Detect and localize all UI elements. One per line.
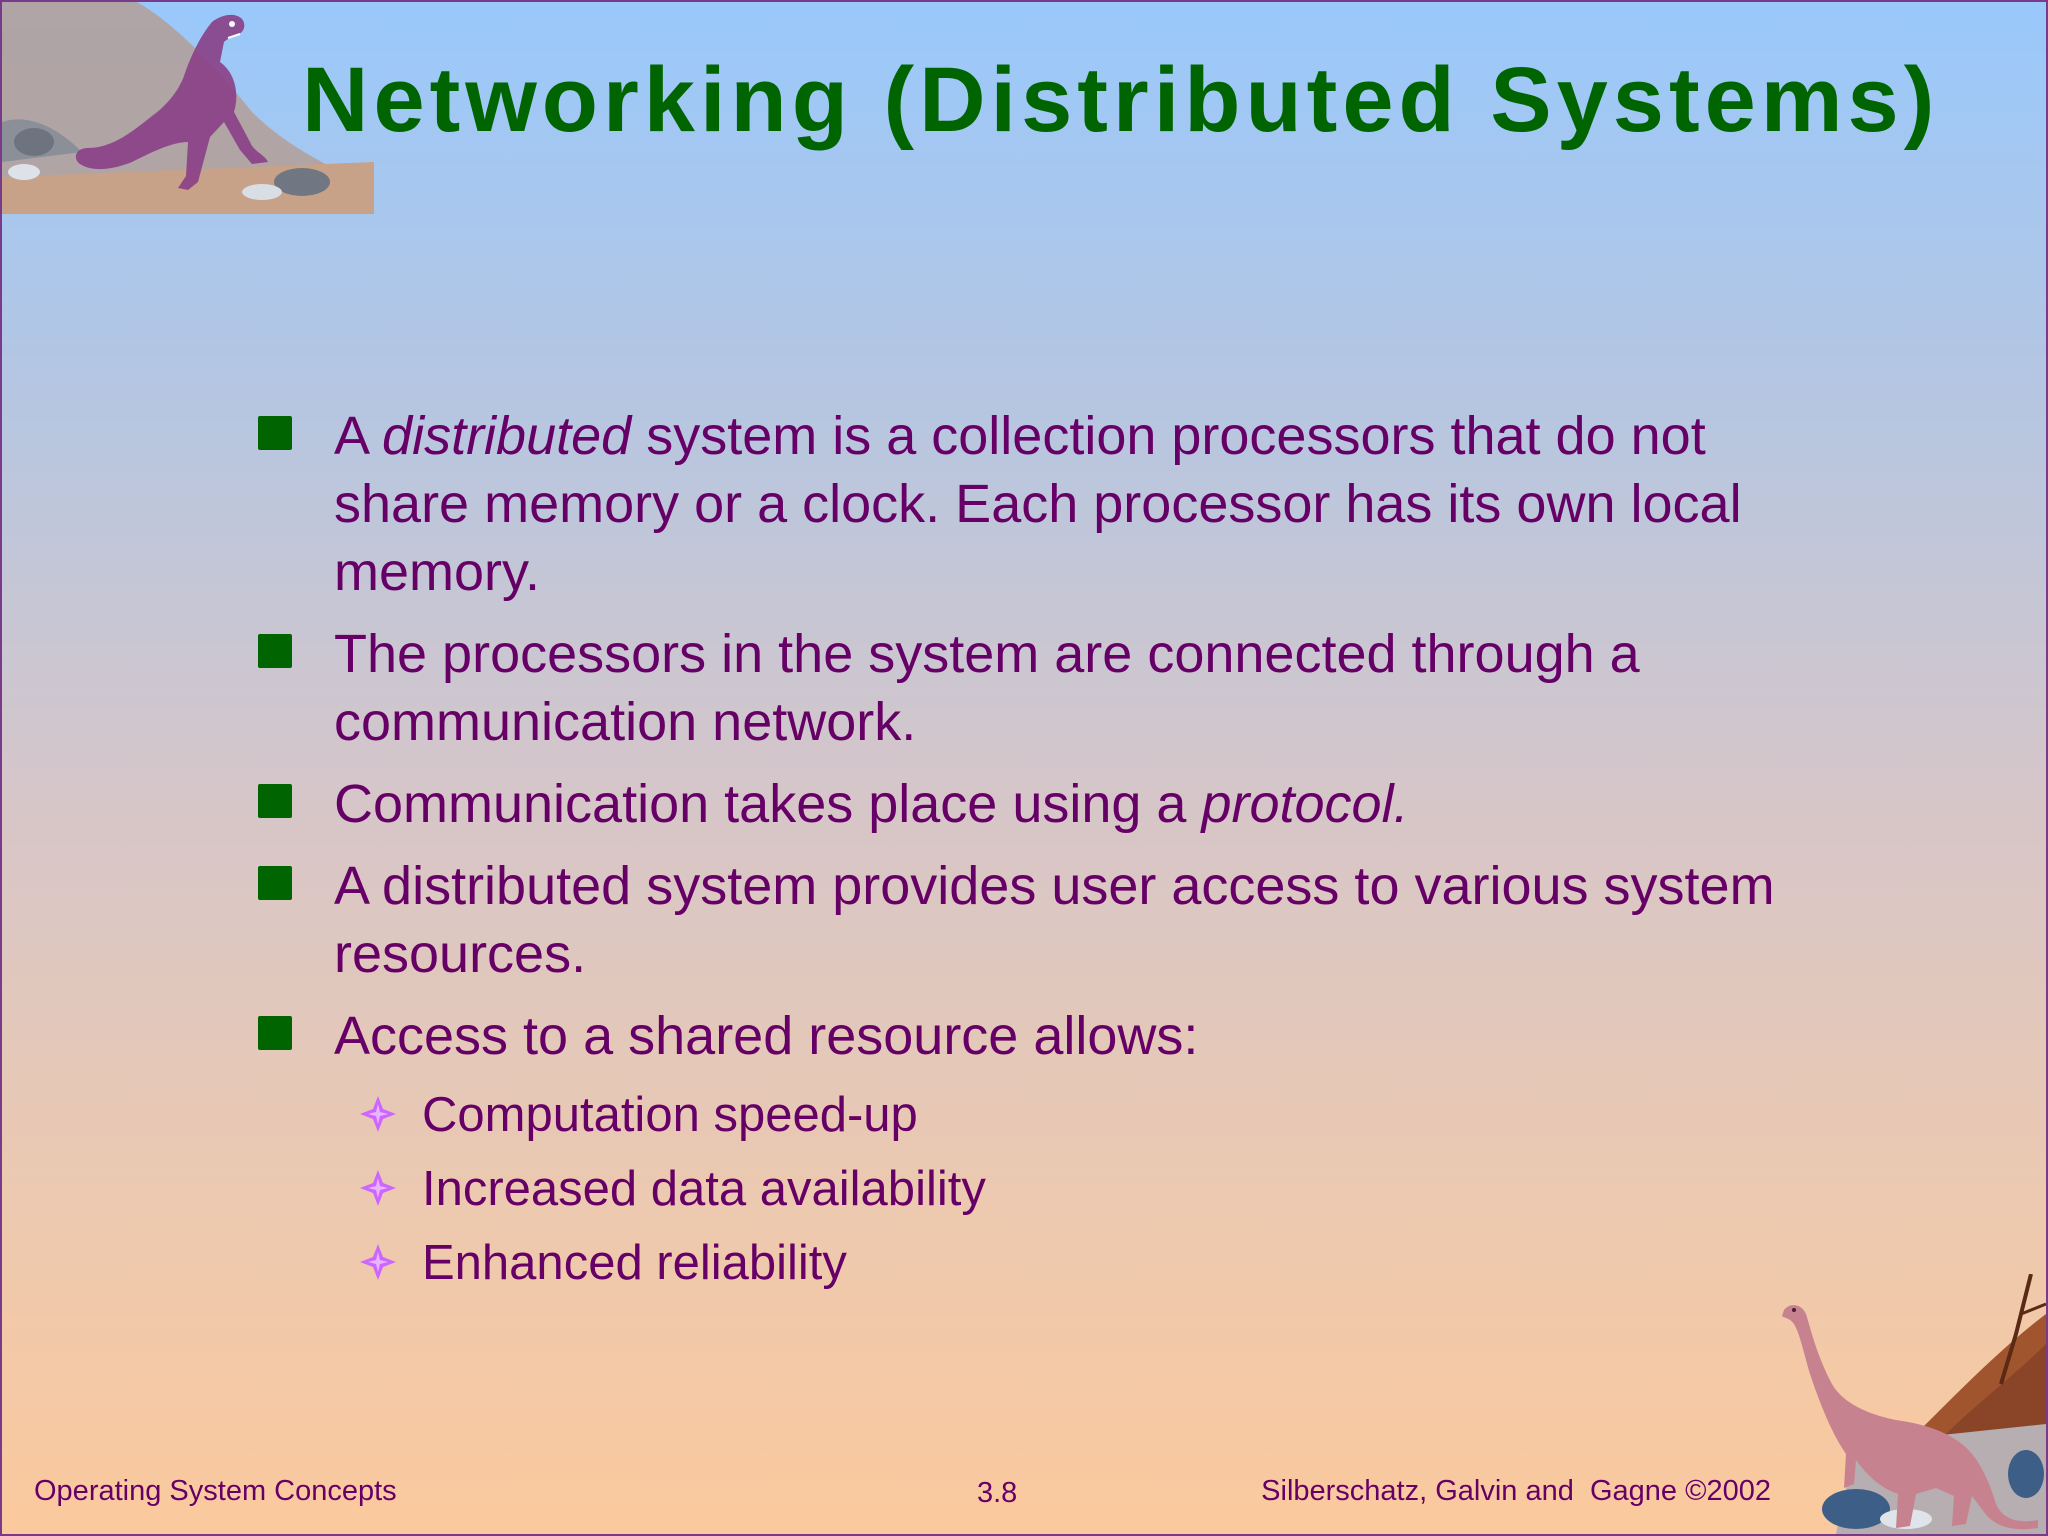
four-point-star-icon <box>360 1244 396 1280</box>
bullet-text-after: system is a collection processors that d… <box>334 406 1742 602</box>
four-point-star-icon <box>360 1170 396 1206</box>
square-bullet-icon <box>258 1016 292 1050</box>
brontosaurus-dinosaur-icon <box>1782 1274 2046 1534</box>
footer-authors: Silberschatz, Galvin and Gagne ©2002 <box>1261 1475 1771 1507</box>
bullet-item: A distributed system provides user acces… <box>254 852 1854 988</box>
bullet-text-italic: protocol. <box>1201 774 1409 834</box>
sub-bullet-item: Computation speed-up <box>254 1084 1854 1146</box>
sub-bullet-text: Enhanced reliability <box>422 1236 847 1290</box>
slide-title: Networking (Distributed Systems) <box>302 49 1940 151</box>
sub-bullet-text: Computation speed-up <box>422 1088 918 1142</box>
footer-page-number: 3.8 <box>977 1477 1018 1509</box>
bullet-text: Access to a shared resource allows: <box>334 1006 1199 1066</box>
bullet-text: The processors in the system are connect… <box>334 624 1640 752</box>
bullet-text: A distributed system provides user acces… <box>334 856 1775 984</box>
bullet-item: Communication takes place using a protoc… <box>254 770 1854 838</box>
square-bullet-icon <box>258 416 292 450</box>
square-bullet-icon <box>258 634 292 668</box>
four-point-star-icon <box>360 1096 396 1132</box>
bullet-item: Access to a shared resource allows: <box>254 1002 1854 1070</box>
square-bullet-icon <box>258 866 292 900</box>
bullet-text-before: Communication takes place using a <box>334 774 1202 834</box>
bullet-list: A distributed system is a collection pro… <box>254 402 1854 1306</box>
sub-bullet-text: Increased data availability <box>422 1162 986 1216</box>
sub-bullet-item: Increased data availability <box>254 1158 1854 1220</box>
t-rex-dinosaur-icon <box>2 2 374 214</box>
sub-bullet-item: Enhanced reliability <box>254 1232 1854 1294</box>
bullet-item: The processors in the system are connect… <box>254 620 1854 756</box>
bullet-item: A distributed system is a collection pro… <box>254 402 1854 606</box>
bullet-text-italic: distributed <box>382 406 632 466</box>
square-bullet-icon <box>258 784 292 818</box>
bullet-text-before: A <box>334 406 383 466</box>
footer-course-title: Operating System Concepts <box>34 1475 397 1507</box>
